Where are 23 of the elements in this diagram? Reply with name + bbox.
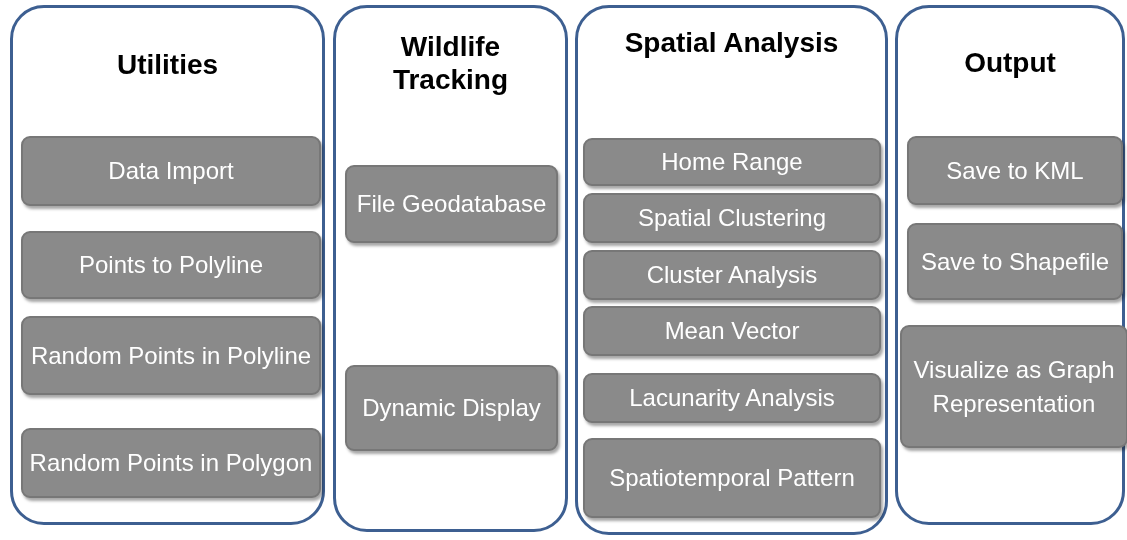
tool-box: Spatiotemporal Pattern bbox=[583, 438, 881, 518]
tool-box: Mean Vector bbox=[583, 306, 881, 356]
category-panel bbox=[333, 5, 568, 532]
panel-heading: Wildlife Tracking bbox=[391, 30, 510, 96]
panel-heading: Utilities bbox=[115, 48, 220, 81]
tool-box: Visualize as Graph Representation bbox=[900, 325, 1127, 448]
category-panel bbox=[575, 5, 888, 535]
tool-box: Random Points in Polyline bbox=[21, 316, 321, 395]
tool-box: Random Points in Polygon bbox=[21, 428, 321, 498]
tool-box: Lacunarity Analysis bbox=[583, 373, 881, 423]
panel-heading: Output bbox=[963, 46, 1057, 79]
category-panel bbox=[10, 5, 325, 525]
tool-box: Save to KML bbox=[907, 136, 1123, 205]
tool-box: Spatial Clustering bbox=[583, 193, 881, 243]
panel-heading: Spatial Analysis bbox=[623, 26, 840, 59]
tool-box: Cluster Analysis bbox=[583, 250, 881, 300]
tool-box: Save to Shapefile bbox=[907, 223, 1123, 300]
tool-box: Points to Polyline bbox=[21, 231, 321, 299]
category-panel bbox=[895, 5, 1125, 525]
tool-box: File Geodatabase bbox=[345, 165, 558, 243]
tool-box: Data Import bbox=[21, 136, 321, 206]
tool-box: Dynamic Display bbox=[345, 365, 558, 451]
tool-box: Home Range bbox=[583, 138, 881, 186]
